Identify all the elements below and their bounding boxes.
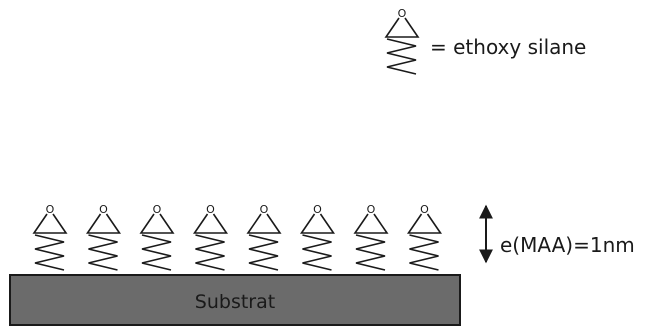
epoxide-ring xyxy=(85,213,122,234)
epoxide-ring xyxy=(139,213,175,234)
epoxide-ring xyxy=(246,213,282,234)
epoxide-ring xyxy=(192,213,229,234)
alkyl-chain-zigzag xyxy=(88,234,118,271)
ethoxy-silane-molecule: O xyxy=(192,203,229,271)
epoxide-ring xyxy=(353,213,389,234)
legend-label: = ethoxy silane xyxy=(430,35,586,59)
oxygen-label: O xyxy=(420,203,429,216)
alkyl-chain-zigzag xyxy=(34,234,65,271)
ethoxy-silane-molecule: O xyxy=(85,203,122,271)
legend-ethoxy-silane-symbol: O xyxy=(384,7,420,75)
epoxide-ring xyxy=(299,213,336,234)
oxygen-label: O xyxy=(260,203,269,216)
oxygen-label: O xyxy=(46,203,55,216)
ethoxy-silane-molecule: O xyxy=(246,203,282,271)
oxygen-label: O xyxy=(367,203,376,216)
ethoxy-silane-molecule: O xyxy=(299,203,336,271)
alkyl-chain-zigzag xyxy=(195,234,225,271)
ethoxy-silane-molecule: O xyxy=(406,203,443,271)
alkyl-chain-zigzag xyxy=(386,38,417,75)
oxygen-label: O xyxy=(313,203,322,216)
alkyl-chain-zigzag xyxy=(409,234,439,271)
oxygen-label: O xyxy=(398,7,407,20)
oxygen-label: O xyxy=(206,203,215,216)
oxygen-label: O xyxy=(153,203,162,216)
thickness-label: e(MAA)=1nm xyxy=(500,233,635,257)
alkyl-chain-zigzag xyxy=(248,234,279,271)
alkyl-chain-zigzag xyxy=(302,234,332,271)
alkyl-chain-zigzag xyxy=(355,234,386,271)
substrate-label: Substrat xyxy=(195,291,275,313)
epoxide-ring xyxy=(32,213,68,234)
ethoxy-silane-symbol: O xyxy=(384,7,420,75)
epoxide-ring xyxy=(384,17,420,38)
substrate xyxy=(9,274,461,326)
ethoxy-silane-molecule: O xyxy=(32,203,68,271)
epoxide-ring xyxy=(406,213,443,234)
alkyl-chain-zigzag xyxy=(141,234,172,271)
ethoxy-silane-molecule: O xyxy=(353,203,389,271)
ethoxy-silane-molecule: O xyxy=(139,203,175,271)
oxygen-label: O xyxy=(99,203,108,216)
